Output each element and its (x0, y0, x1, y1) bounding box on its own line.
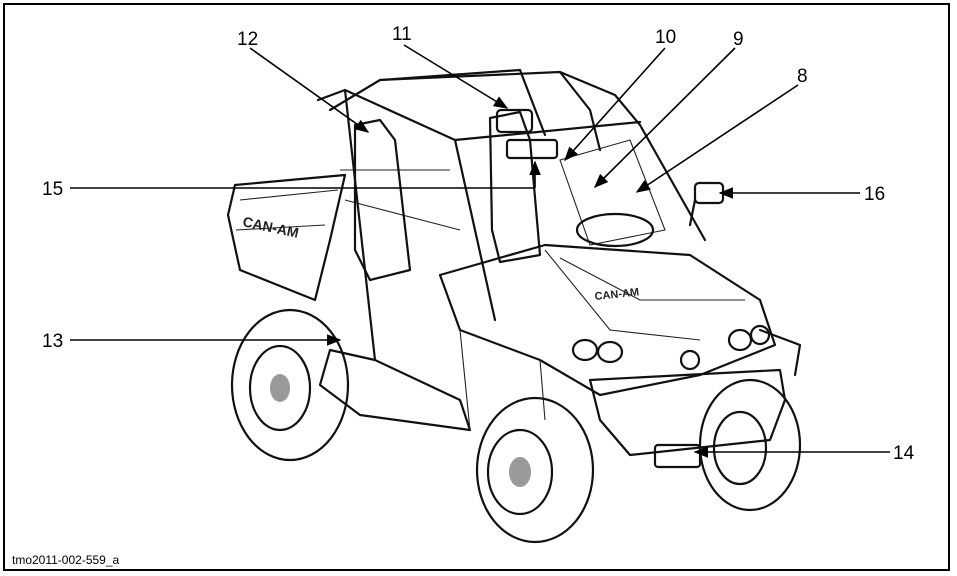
rear-wheel (230, 308, 350, 462)
side-by-side-vehicle: CAN-AM CAN-AM (226, 68, 802, 544)
front-right-wheel (698, 378, 802, 512)
callout-leaders (70, 44, 890, 458)
callout-11: 11 (392, 24, 412, 45)
callout-13: 13 (42, 331, 63, 352)
callout-10: 10 (655, 27, 676, 48)
callout-labels: 12 11 10 9 8 16 15 13 14 (42, 24, 915, 464)
figure-id: tmo2011-002-559_a (12, 553, 120, 567)
svg-text:CAN-AM: CAN-AM (594, 286, 640, 303)
bed-logo: CAN-AM (241, 213, 300, 240)
callout-12: 12 (237, 29, 258, 50)
callout-9: 9 (733, 29, 744, 50)
callout-14: 14 (893, 443, 915, 464)
callout-16: 16 (864, 184, 885, 205)
svg-text:CAN-AM: CAN-AM (241, 213, 300, 240)
callout-15: 15 (42, 179, 63, 200)
hood-logo: CAN-AM (594, 286, 640, 303)
callout-8: 8 (797, 66, 808, 87)
front-left-wheel (475, 396, 595, 544)
